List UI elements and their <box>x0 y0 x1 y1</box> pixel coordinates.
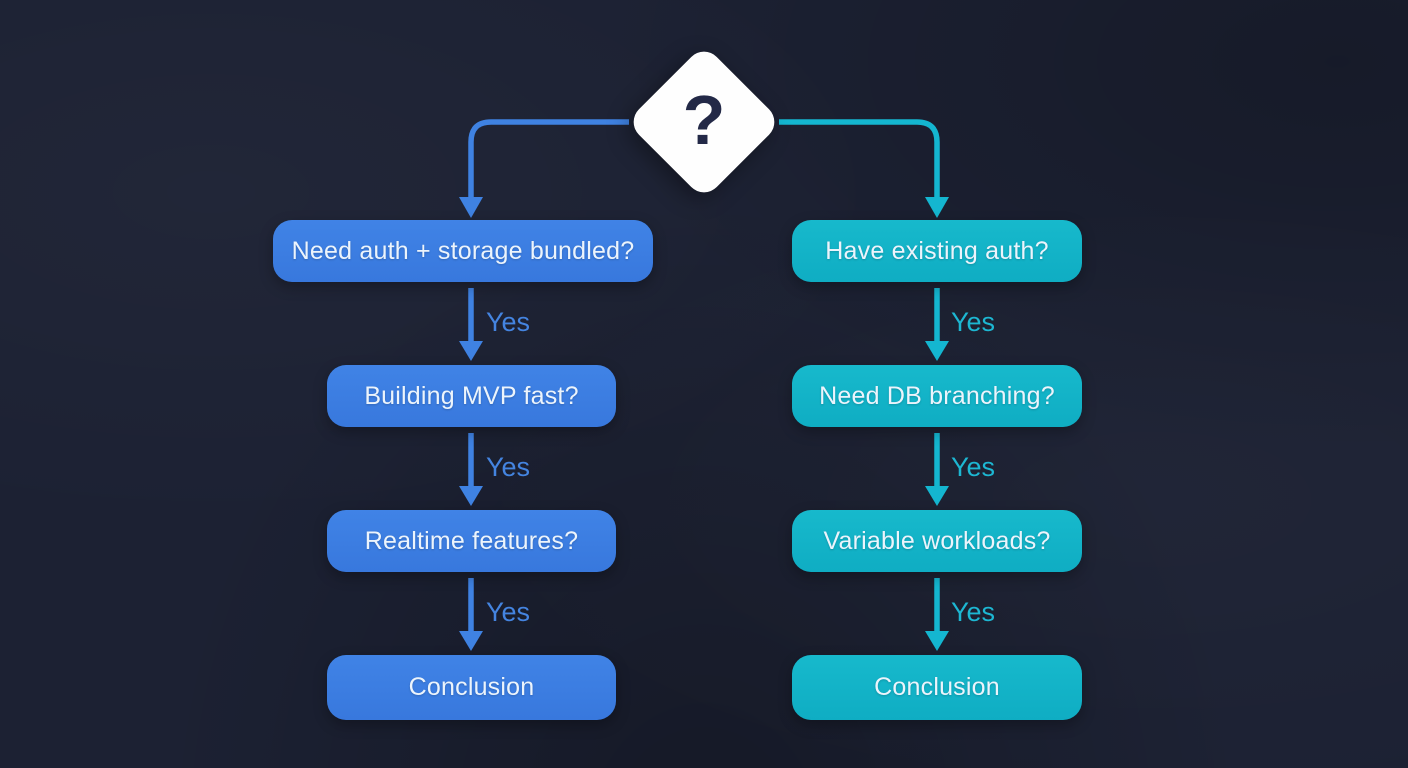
node-variable-workloads: Variable workloads? <box>792 510 1082 572</box>
edge-label-yes-left-3: Yes <box>486 597 531 627</box>
node-building-mvp-fast: Building MVP fast? <box>327 365 616 427</box>
right-elbow-connector <box>779 119 940 198</box>
edge-label-yes-left-2: Yes <box>486 452 531 482</box>
edge-label-yes-right-2: Yes <box>951 452 996 482</box>
left-arrow-1-head-icon <box>459 341 483 361</box>
right-elbow-arrowhead-icon <box>925 197 949 218</box>
left-arrow-3-head-icon <box>459 631 483 651</box>
right-arrow-1-head-icon <box>925 341 949 361</box>
node-have-existing-auth: Have existing auth? <box>792 220 1082 282</box>
right-arrow-2-head-icon <box>925 486 949 506</box>
left-elbow-arrowhead-icon <box>459 197 483 218</box>
node-need-auth-storage-bundled: Need auth + storage bundled? <box>273 220 653 282</box>
node-conclusion-left: Conclusion <box>327 655 616 720</box>
node-realtime-features: Realtime features? <box>327 510 616 572</box>
left-arrow-2-head-icon <box>459 486 483 506</box>
right-arrow-3-head-icon <box>925 631 949 651</box>
question-mark-icon: ? <box>682 81 726 159</box>
left-elbow-connector <box>468 119 629 198</box>
node-conclusion-right: Conclusion <box>792 655 1082 720</box>
edge-label-yes-right-1: Yes <box>951 307 996 337</box>
edge-label-yes-left-1: Yes <box>486 307 531 337</box>
node-need-db-branching: Need DB branching? <box>792 365 1082 427</box>
edge-label-yes-right-3: Yes <box>951 597 996 627</box>
